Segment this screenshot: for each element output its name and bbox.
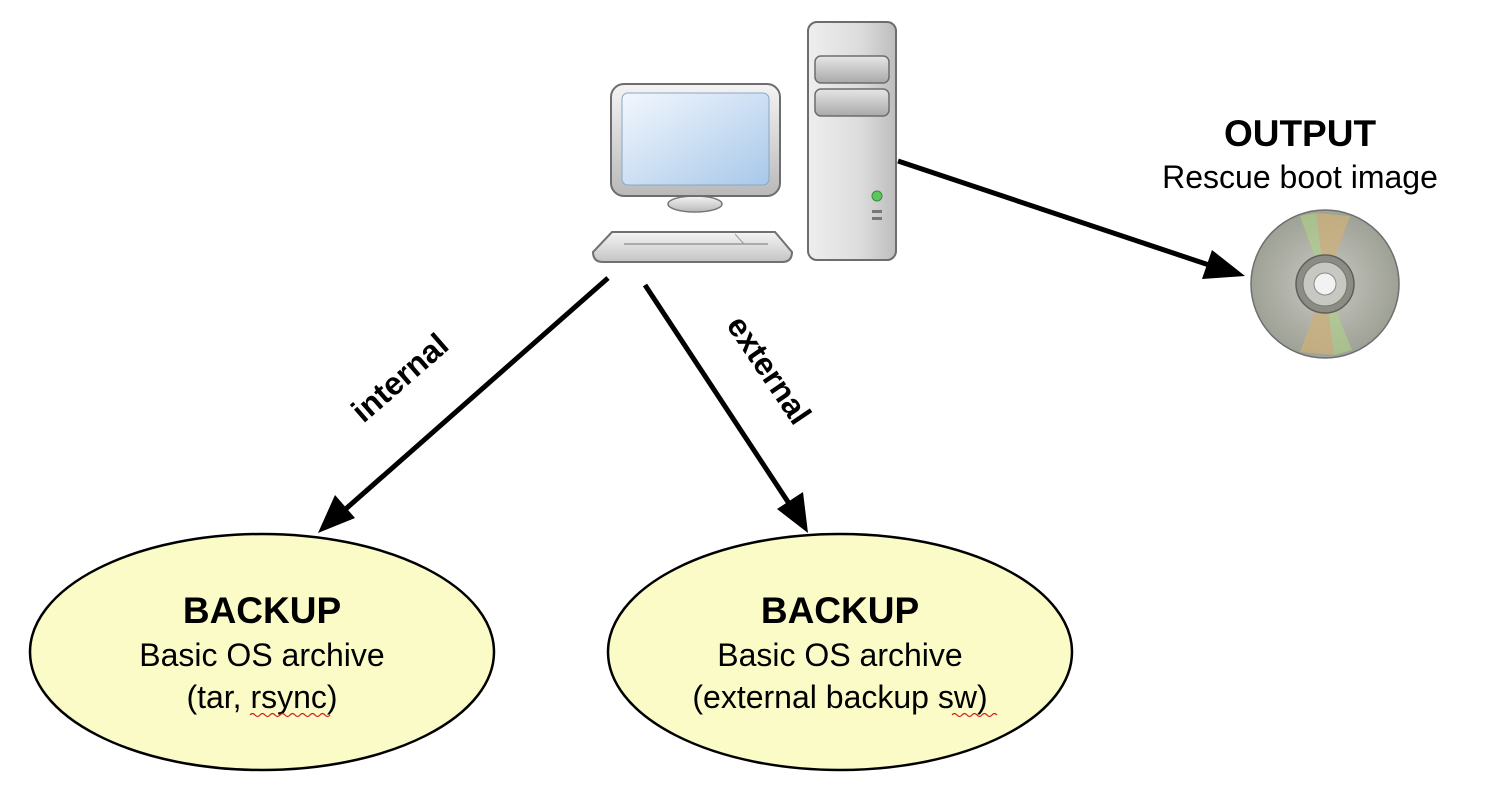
spellcheck-underline-sw — [951, 712, 998, 718]
backup-internal-description: Basic OS archive — [139, 637, 384, 673]
desktop-computer-icon — [591, 21, 897, 263]
arrow-to-output — [897, 158, 1245, 279]
drive-bay-lower — [814, 88, 890, 117]
backup-internal-tools-rsync: rsync — [250, 679, 326, 715]
backup-internal-tools: (tar, rsync) — [186, 679, 337, 715]
output-title: OUTPUT — [1224, 113, 1377, 154]
edge-label-internal: internal — [344, 326, 455, 429]
drive-bay-upper — [814, 55, 890, 84]
backup-internal-tools-suffix: ) — [327, 679, 338, 715]
disc-hole — [1313, 272, 1337, 296]
backup-internal-ellipse — [28, 532, 496, 772]
arrow-external — [642, 283, 808, 533]
backup-internal-tools-prefix: (tar, — [186, 679, 250, 715]
backup-external-tools-suffix: ) — [977, 679, 988, 715]
backup-external-tools-sw: sw — [938, 679, 978, 715]
monitor-screen — [621, 92, 770, 186]
monitor-foot — [667, 195, 723, 213]
backup-internal-node: BACKUP Basic OS archive (tar, rsync) — [28, 532, 496, 772]
power-led — [871, 190, 883, 202]
keyboard — [591, 231, 794, 263]
arrow-internal — [318, 276, 610, 533]
output-subtitle: Rescue boot image — [1162, 159, 1438, 195]
backup-external-node: BACKUP Basic OS archive (external backup… — [606, 532, 1074, 772]
backup-external-title: BACKUP — [761, 590, 919, 631]
optical-disc-icon — [1250, 209, 1400, 359]
spellcheck-underline-rsync — [249, 712, 331, 718]
edge-label-external: external — [720, 309, 818, 431]
backup-external-description: Basic OS archive — [717, 637, 962, 673]
backup-external-ellipse — [606, 532, 1074, 772]
backup-external-tools: (external backup sw) — [692, 679, 987, 715]
backup-internal-title: BACKUP — [183, 590, 341, 631]
backup-external-tools-prefix: (external backup — [692, 679, 937, 715]
